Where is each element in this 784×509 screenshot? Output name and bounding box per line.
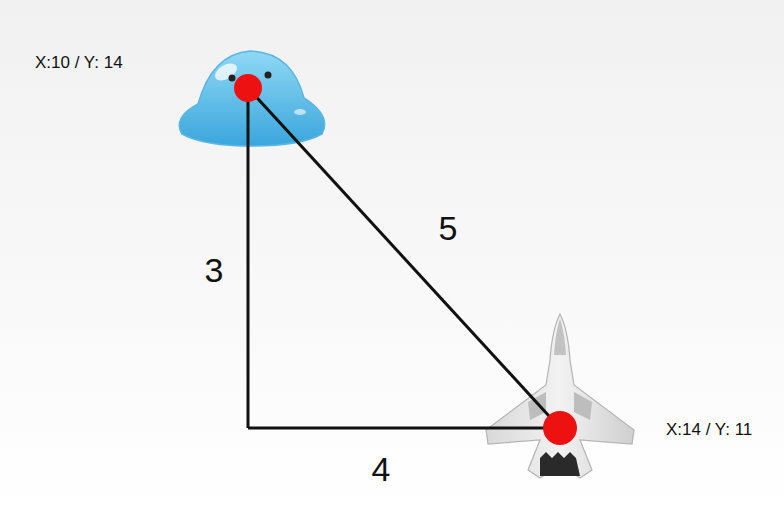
side-length: 5 — [439, 209, 458, 248]
side-length: 4 — [372, 450, 391, 489]
right-triangle — [248, 88, 560, 428]
coordinate-label: X:10 / Y: 14 — [35, 53, 123, 73]
coordinate-label: X:14 / Y: 11 — [666, 420, 752, 440]
position-dot — [234, 74, 262, 102]
side-length: 3 — [205, 251, 224, 290]
slime-figure — [179, 51, 324, 146]
jet-figure — [486, 314, 634, 478]
position-dot — [543, 411, 577, 445]
